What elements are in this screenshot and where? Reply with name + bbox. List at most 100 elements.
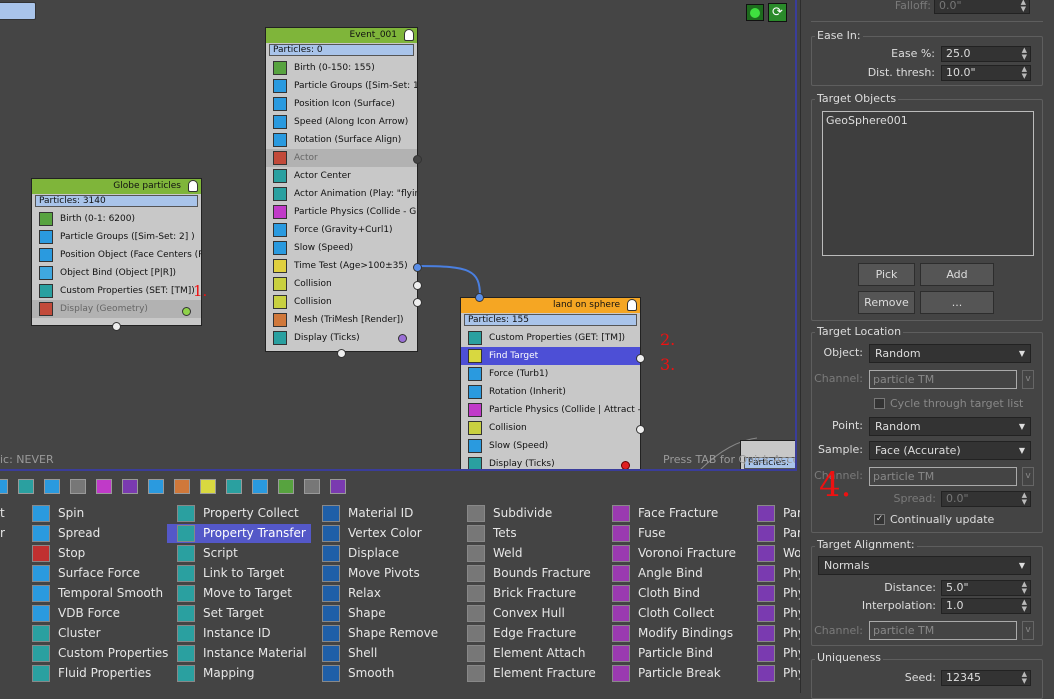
spinner-arrows-icon[interactable]: ▲▼ [1021, 65, 1027, 80]
operator-category-icon[interactable] [18, 479, 34, 494]
object-dropdown[interactable]: Random▼ [869, 344, 1031, 363]
operator-list-item[interactable]: Shape [312, 604, 456, 623]
operator-list-item[interactable]: Phy [747, 604, 800, 623]
operator-row-selected[interactable]: Find Target [461, 347, 640, 365]
operator-list-item[interactable]: Surface Force [22, 564, 162, 583]
operator-list-item[interactable]: Smooth [312, 664, 456, 683]
operator-list-item[interactable]: Cluster [22, 624, 162, 643]
operator-list-item[interactable]: Instance ID [167, 624, 311, 643]
operator-category-icon[interactable] [252, 479, 268, 494]
operator-list-item[interactable]: Face Fracture [602, 504, 752, 523]
channel-field[interactable]: particle TM [869, 370, 1017, 389]
dist-thresh-spinner[interactable]: 10.0"▲▼ [941, 65, 1031, 81]
operator-row[interactable]: Slow (Speed) [266, 239, 417, 257]
operator-list-item[interactable]: Particle Break [602, 664, 752, 683]
continually-update-checkbox[interactable]: ✓ [874, 514, 885, 525]
operator-list-item[interactable] [0, 644, 4, 663]
operator-list-item[interactable]: Spread [22, 524, 162, 543]
operator-list-item[interactable]: Cloth Bind [602, 584, 752, 603]
operator-row[interactable]: Collision [266, 293, 417, 311]
operator-list-item[interactable]: t [0, 504, 5, 523]
operator-list-item[interactable]: Fluid Properties [22, 664, 162, 683]
operator-list-item[interactable]: Relax [312, 584, 456, 603]
operator-category-icon[interactable] [148, 479, 164, 494]
add-selected-button[interactable]: Add Selected [920, 263, 994, 302]
operator-row[interactable]: Collision [266, 275, 417, 293]
operator-list-item[interactable]: Phy [747, 584, 800, 603]
operator-list-item[interactable]: Par [747, 504, 800, 523]
operator-list-item[interactable] [0, 544, 4, 563]
operator-category-icon[interactable] [174, 479, 190, 494]
operator-list-item[interactable]: Angle Bind [602, 564, 752, 583]
operator-list-item[interactable]: Phy [747, 624, 800, 643]
operator-list-item[interactable]: Shell [312, 644, 456, 663]
operator-list-item[interactable]: Instance Material [167, 644, 311, 663]
output-port[interactable] [413, 263, 422, 272]
operator-list-item[interactable]: Element Fracture [457, 664, 601, 683]
operator-list-item[interactable]: Particle Bind [602, 644, 752, 663]
alignment-channel-v-button[interactable]: v [1022, 621, 1034, 640]
operator-list-item[interactable]: Displace [312, 544, 456, 563]
refresh-icon[interactable]: ⟳ [768, 3, 787, 22]
more-button[interactable]: ... [920, 291, 994, 314]
operator-row[interactable]: Actor [266, 149, 417, 167]
remove-button[interactable]: Remove [858, 291, 915, 314]
spinner-arrows-icon[interactable]: ▲▼ [1021, 670, 1027, 685]
node-globe-particles[interactable]: Globe particles Particles: 3140 Birth (0… [31, 178, 202, 331]
operator-row[interactable]: Custom Properties (GET: [TM]) [461, 329, 640, 347]
output-port[interactable] [413, 155, 422, 164]
display-color-swatch[interactable] [621, 461, 630, 469]
operator-row[interactable]: Position Icon (Surface) [266, 95, 417, 113]
operator-list-item[interactable]: Weld [457, 544, 601, 563]
alignment-channel-field[interactable]: particle TM [869, 621, 1017, 640]
operator-list-item[interactable]: Voronoi Fracture [602, 544, 752, 563]
operator-list-item[interactable] [0, 664, 4, 683]
operator-row[interactable]: Display (Ticks) [266, 329, 417, 347]
operator-list-item[interactable]: Property Collect [167, 504, 311, 523]
operator-category-icon[interactable] [70, 479, 86, 494]
operator-row[interactable]: Actor Animation (Play: "flyin... [266, 185, 417, 203]
operator-list-item[interactable]: Modify Bindings [602, 624, 752, 643]
operator-row[interactable]: Display (Geometry) [32, 300, 201, 318]
spinner-arrows-icon[interactable]: ▲▼ [1021, 598, 1027, 613]
operator-list-item[interactable]: Par [747, 524, 800, 543]
target-object-item[interactable]: GeoSphere001 [826, 114, 908, 127]
input-port[interactable] [337, 349, 346, 358]
spinner-arrows-icon[interactable]: ▲▼ [1021, 580, 1027, 595]
operator-list-item[interactable]: Cloth Collect [602, 604, 752, 623]
lightbulb-icon[interactable] [627, 299, 637, 311]
operator-list-item[interactable] [0, 624, 4, 643]
ease-spinner[interactable]: 25.0▲▼ [941, 46, 1031, 62]
operator-category-icon[interactable] [304, 479, 320, 494]
operator-category-icon[interactable] [330, 479, 346, 494]
operator-list-item[interactable]: Bounds Fracture [457, 564, 601, 583]
operator-row[interactable]: Particle Physics (Collide | Attract - G.… [461, 401, 640, 419]
operator-list-item[interactable]: Wo [747, 544, 800, 563]
operator-list-item[interactable]: Mapping [167, 664, 311, 683]
operator-row[interactable]: Rotation (Inherit) [461, 383, 640, 401]
operator-category-icon[interactable] [200, 479, 216, 494]
output-port[interactable] [413, 281, 422, 290]
operator-list-item[interactable] [0, 564, 4, 583]
operator-row[interactable]: Actor Center [266, 167, 417, 185]
operator-list-item[interactable]: Material ID [312, 504, 456, 523]
node-header[interactable]: land on sphere [461, 298, 640, 313]
operator-row[interactable]: Birth (0-1: 6200) [32, 210, 201, 228]
operator-list-item[interactable]: Brick Fracture [457, 584, 601, 603]
seed-spinner[interactable]: 12345▲▼ [941, 670, 1031, 686]
output-port[interactable] [636, 354, 645, 363]
partial-node[interactable] [0, 2, 36, 20]
lightbulb-icon[interactable] [188, 180, 198, 192]
lightbulb-icon[interactable] [404, 29, 414, 41]
operator-category-icon[interactable] [44, 479, 60, 494]
node-header[interactable]: Globe particles [32, 179, 201, 194]
operator-list-item[interactable]: Phy [747, 644, 800, 663]
operator-category-icon[interactable] [0, 479, 8, 494]
falloff-spinner[interactable]: 0.0"▲▼ [934, 0, 1030, 14]
operator-row[interactable]: Force (Turb1) [461, 365, 640, 383]
channel-v-button[interactable]: v [1022, 370, 1034, 389]
operator-list-item[interactable]: Stop [22, 544, 162, 563]
operator-list-item[interactable]: Spin [22, 504, 162, 523]
operator-row[interactable]: Birth (0-150: 155) [266, 59, 417, 77]
